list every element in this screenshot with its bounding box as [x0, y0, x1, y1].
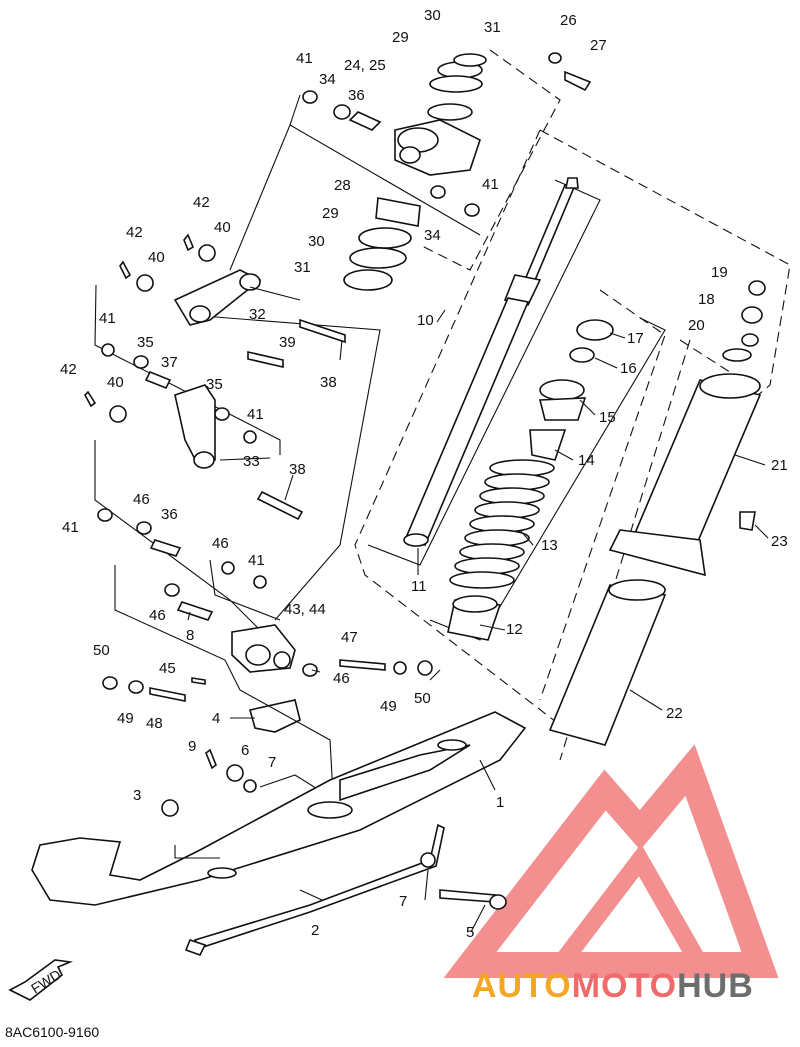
callout-3: 3 [133, 787, 141, 804]
callout-13: 13 [541, 537, 558, 554]
callout-4: 4 [212, 710, 220, 727]
callout-30-upper: 30 [424, 7, 441, 24]
shock-absorber [403, 177, 579, 547]
callout-41-e: 41 [62, 519, 79, 536]
watermark-logo [443, 744, 779, 978]
fwd-arrow-icon: FWD [8, 959, 74, 1001]
callout-38-upper: 38 [320, 374, 337, 391]
callout-labels: 1 2 3 4 5 6 7 7 8 9 10 11 12 13 14 15 16… [60, 7, 788, 941]
callout-28: 28 [334, 177, 351, 194]
callout-41-c: 41 [99, 310, 116, 327]
callout-2: 2 [311, 922, 319, 939]
callout-41-b: 41 [482, 176, 499, 193]
callout-37: 37 [161, 354, 178, 371]
callout-14: 14 [578, 452, 595, 469]
boot-cover [548, 280, 766, 746]
callout-1: 1 [496, 794, 504, 811]
callout-22: 22 [666, 705, 683, 722]
callout-8: 8 [186, 627, 194, 644]
spring-group [447, 319, 614, 641]
callout-34-upper: 34 [319, 71, 336, 88]
callout-10: 10 [417, 312, 434, 329]
callout-46-d: 46 [333, 670, 350, 687]
callout-19: 19 [711, 264, 728, 281]
lower-mount-group [94, 440, 433, 831]
callout-32: 32 [249, 306, 266, 323]
callout-40-top: 40 [214, 219, 231, 236]
callout-9: 9 [188, 738, 196, 755]
callout-17: 17 [627, 330, 644, 347]
callout-24-25: 24, 25 [344, 57, 386, 74]
callout-50-left: 50 [93, 642, 110, 659]
callout-42-low: 42 [60, 361, 77, 378]
callout-34-lower: 34 [424, 227, 441, 244]
callout-27: 27 [590, 37, 607, 54]
callout-16: 16 [620, 360, 637, 377]
callout-42-top: 42 [193, 194, 210, 211]
brand-moto: MOTO [572, 967, 677, 1005]
link-group [84, 233, 381, 621]
callout-38-lower: 38 [289, 461, 306, 478]
callout-29-lower: 29 [322, 205, 339, 222]
callout-31-lower: 31 [294, 259, 311, 276]
callout-29-upper: 29 [392, 29, 409, 46]
callout-21: 21 [771, 457, 788, 474]
leader-lines [174, 286, 769, 933]
callout-5: 5 [466, 924, 474, 941]
callout-41-a: 41 [296, 50, 313, 67]
callout-40-mid: 40 [148, 249, 165, 266]
svg-text:AUTOMOTOHUB: AUTOMOTOHUB [472, 967, 754, 1005]
callout-41-f: 41 [248, 552, 265, 569]
callout-43-44: 43, 44 [284, 601, 326, 618]
diagram-code: 8AC6100-9160 [5, 1024, 99, 1040]
callout-42-mid: 42 [126, 224, 143, 241]
callout-41-d: 41 [247, 406, 264, 423]
callout-12: 12 [506, 621, 523, 638]
callout-36-upper: 36 [348, 87, 365, 104]
callout-15: 15 [599, 409, 616, 426]
brand-hub: HUB [677, 967, 754, 1005]
callout-26: 26 [560, 12, 577, 29]
brand-auto: AUTO [472, 967, 572, 1005]
watermark-brand: AUTOMOTOHUB [472, 967, 754, 1005]
callout-49-right: 49 [380, 698, 397, 715]
callout-35-left: 35 [137, 334, 154, 351]
callout-48: 48 [146, 715, 163, 732]
callout-36-lower: 36 [161, 506, 178, 523]
callout-18: 18 [698, 291, 715, 308]
callout-46-a: 46 [133, 491, 150, 508]
callout-35-right: 35 [206, 376, 223, 393]
callout-11: 11 [411, 578, 427, 595]
callout-30-lower: 30 [308, 233, 325, 250]
callout-40-low: 40 [107, 374, 124, 391]
callout-31-upper: 31 [484, 19, 501, 36]
callout-45: 45 [159, 660, 176, 677]
callout-6: 6 [241, 742, 249, 759]
callout-39: 39 [279, 334, 296, 351]
callout-33: 33 [243, 453, 260, 470]
callout-7-lower: 7 [399, 893, 407, 910]
callout-23: 23 [771, 533, 788, 550]
callout-50-right: 50 [414, 690, 431, 707]
callout-47: 47 [341, 629, 358, 646]
callout-46-b: 46 [212, 535, 229, 552]
callout-20: 20 [688, 317, 705, 334]
callout-46-c: 46 [149, 607, 166, 624]
callout-49-left: 49 [117, 710, 134, 727]
ski [31, 711, 527, 956]
upper-mount-group [229, 52, 592, 291]
callout-7-upper: 7 [268, 754, 276, 771]
